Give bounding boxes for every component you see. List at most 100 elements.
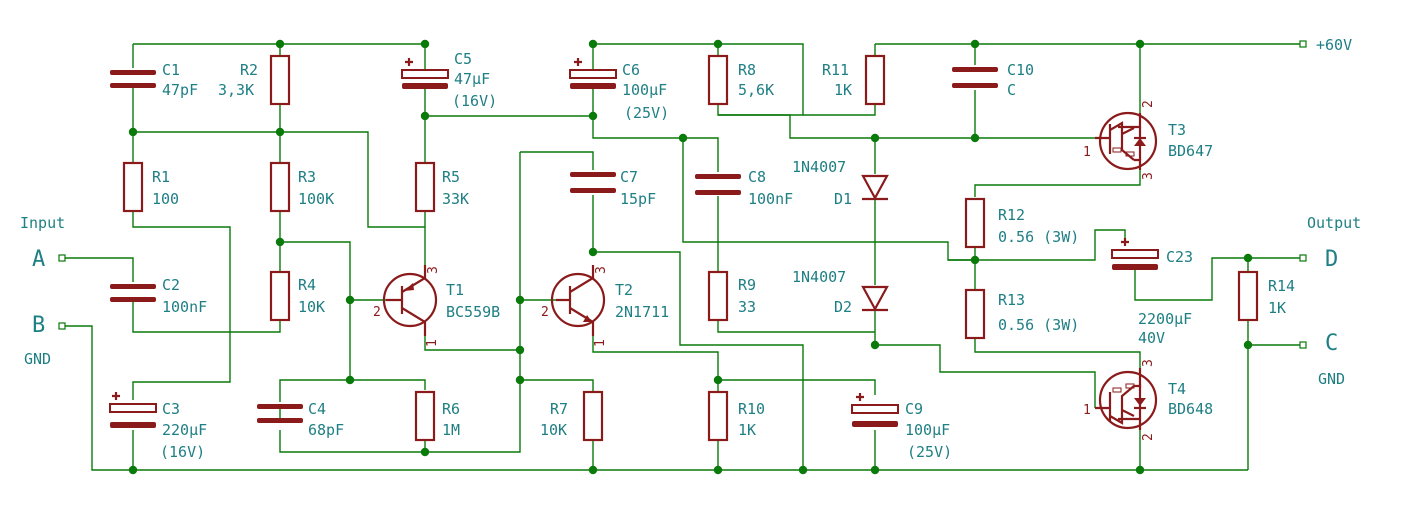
input-label: Input <box>20 214 65 232</box>
pin-label: 2 <box>1141 433 1156 441</box>
r6-ref: R6 <box>442 400 460 418</box>
pin-label: 3 <box>1141 172 1156 180</box>
terminal-a-label: A <box>32 247 45 272</box>
r3-value: 100K <box>298 190 334 208</box>
r12-ref: R12 <box>998 206 1025 224</box>
d2-value: 1N4007 <box>792 268 846 286</box>
terminal-d[interactable] <box>1299 254 1307 262</box>
transistor-t1 <box>382 265 438 336</box>
gnd-label-left: GND <box>24 350 51 368</box>
r7-value: 10K <box>540 421 567 439</box>
r6-value: 1M <box>442 421 460 439</box>
resistor-r7 <box>582 390 604 442</box>
t3-ref: T3 <box>1168 121 1186 139</box>
resistor-r3 <box>269 161 291 213</box>
c7-ref: C7 <box>620 168 638 186</box>
t3-value: BD647 <box>1168 142 1213 160</box>
c2-value: 100nF <box>162 298 207 316</box>
r5-value: 33K <box>442 190 469 208</box>
t2-ref: T2 <box>615 281 633 299</box>
terminal-vplus[interactable] <box>1299 40 1307 48</box>
junctions <box>128 39 1253 475</box>
capacitor-c7 <box>570 172 616 193</box>
resistor-r11 <box>864 54 886 106</box>
capacitor-c6 <box>569 58 617 89</box>
t4-ref: T4 <box>1168 380 1186 398</box>
pin-label: 1 <box>593 339 608 347</box>
capacitor-c1 <box>110 70 156 88</box>
capacitor-c10 <box>952 67 998 88</box>
c3-ref: C3 <box>162 400 180 418</box>
terminal-a[interactable] <box>58 254 66 262</box>
c23-ref: C23 <box>1166 248 1193 266</box>
diode-d1 <box>861 174 889 201</box>
diode-d2 <box>861 285 889 312</box>
resistor-r2 <box>269 54 291 106</box>
component-labels: C1 47pF R2 3,3K C5 47µF (16V) C6 100µF (… <box>152 50 1295 461</box>
wires <box>62 43 1303 471</box>
terminal-c[interactable] <box>1299 341 1307 349</box>
c5-ref: C5 <box>454 50 472 68</box>
c5-voltage: (16V) <box>452 92 497 110</box>
r13-ref: R13 <box>998 291 1025 309</box>
gnd-label-right: GND <box>1318 370 1345 388</box>
c8-ref: C8 <box>748 168 766 186</box>
vplus-label: +60V <box>1316 36 1352 54</box>
r4-ref: R4 <box>298 276 316 294</box>
resistor-r13 <box>964 288 986 340</box>
transistor-t2 <box>550 265 606 336</box>
transistor-t4 <box>1095 368 1158 430</box>
t1-value: BC559B <box>446 303 500 321</box>
pin-label: 3 <box>594 266 609 274</box>
transistor-t3 <box>1095 111 1158 171</box>
c5-value: 47µF <box>454 70 490 88</box>
resistor-r12 <box>964 197 986 249</box>
transistors <box>382 111 1158 430</box>
output-label: Output <box>1307 214 1361 232</box>
pin-label: 1 <box>1083 403 1091 418</box>
terminals <box>58 40 1307 349</box>
pin-numbers: 2 3 1 2 3 1 1 2 3 1 3 2 <box>373 100 1156 441</box>
c10-ref: C10 <box>1007 61 1034 79</box>
c23-value: 2200µF <box>1138 310 1192 328</box>
capacitor-c8 <box>695 174 741 195</box>
r10-ref: R10 <box>738 400 765 418</box>
resistor-r1 <box>122 161 144 213</box>
r9-ref: R9 <box>738 276 756 294</box>
r9-value: 33 <box>738 298 756 316</box>
c6-voltage: (25V) <box>624 104 669 122</box>
terminal-b[interactable] <box>58 322 66 330</box>
r8-value: 5,6K <box>738 81 774 99</box>
resistors <box>122 54 1259 442</box>
resistor-r9 <box>707 270 729 322</box>
c3-value: 220µF <box>162 421 207 439</box>
r1-value: 100 <box>152 190 179 208</box>
pin-label: 3 <box>1141 359 1156 367</box>
t4-value: BD648 <box>1168 400 1213 418</box>
pin-label: 1 <box>1083 145 1091 160</box>
io-labels: Input A B GND Output D C GND +60V <box>20 36 1361 388</box>
r2-value: 3,3K <box>218 81 254 99</box>
r1-ref: R1 <box>152 168 170 186</box>
t1-ref: T1 <box>446 281 464 299</box>
r11-value: 1K <box>834 81 852 99</box>
c3-voltage: (16V) <box>160 443 205 461</box>
c2-ref: C2 <box>162 276 180 294</box>
c6-value: 100µF <box>622 81 667 99</box>
resistor-r6 <box>414 390 436 442</box>
c7-value: 15pF <box>620 190 656 208</box>
resistor-r4 <box>269 270 291 322</box>
r8-ref: R8 <box>738 61 756 79</box>
pin-label: 2 <box>373 305 381 320</box>
c1-value: 47pF <box>162 81 198 99</box>
c9-ref: C9 <box>905 400 923 418</box>
pin-label: 1 <box>425 339 440 347</box>
c4-value: 68pF <box>308 421 344 439</box>
terminal-d-label: D <box>1325 247 1338 272</box>
pin-label: 2 <box>1141 100 1156 108</box>
c8-value: 100nF <box>748 190 793 208</box>
capacitor-c3 <box>109 392 157 428</box>
c10-value: C <box>1007 81 1016 99</box>
resistor-r5 <box>414 161 436 213</box>
